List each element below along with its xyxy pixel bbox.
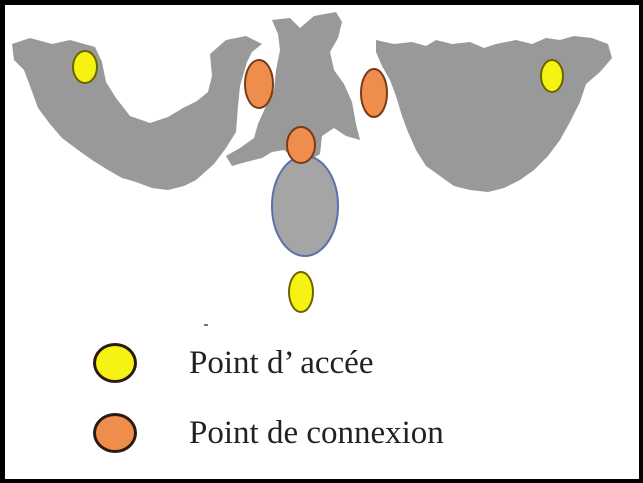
connection-point-marker-right: [360, 68, 388, 118]
legend-item-access-point: Point d’ accée: [93, 338, 373, 388]
stray-mark: [204, 324, 208, 326]
legend-label-connection-point: Point de connexion: [189, 414, 444, 451]
access-point-marker-bottom: [288, 271, 314, 313]
access-point-marker-right: [540, 59, 564, 93]
legend-label-access-point: Point d’ accée: [189, 344, 374, 381]
left-wing-shape: [12, 36, 262, 190]
legend-item-connection-point: Point de connexion: [93, 408, 444, 458]
right-wing-shape: [376, 36, 612, 192]
connection-point-legend-icon: [93, 413, 137, 453]
connection-point-marker-center: [286, 126, 316, 164]
connection-point-marker-left: [244, 59, 274, 109]
central-corridor-shape: [226, 12, 360, 166]
access-point-marker-left: [72, 50, 98, 84]
access-point-legend-icon: [93, 343, 137, 383]
central-hall-oval: [271, 155, 339, 257]
